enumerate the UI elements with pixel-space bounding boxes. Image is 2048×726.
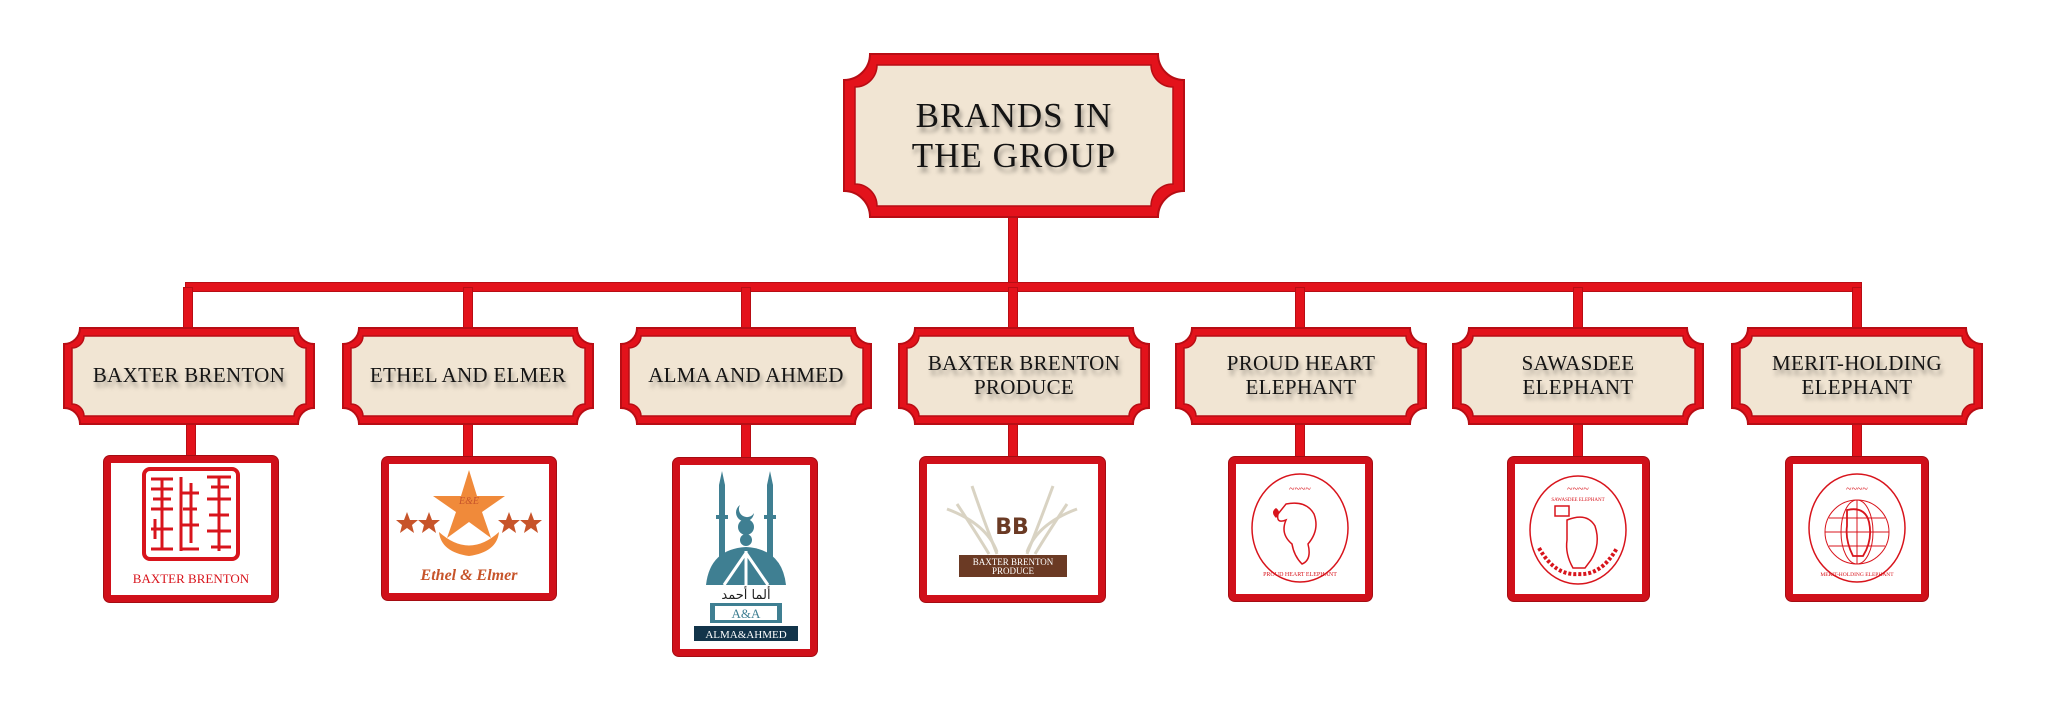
brand-label-text: SAWASDEE — [1521, 351, 1635, 376]
connector-branch — [1574, 288, 1582, 328]
sign-frame — [620, 327, 872, 425]
brand-label-text: ELEPHANT — [1801, 375, 1913, 399]
logo-lettering: ALMA&AHMED — [705, 629, 786, 641]
connector-title-trunk — [1009, 218, 1017, 288]
orange-star-icon: E&E Ethel & Elmer — [396, 470, 542, 584]
brand-label-text: PRODUCE — [973, 375, 1075, 399]
brand-label-text: BAXTER BRENTON — [92, 363, 286, 388]
wheat-icon: BB BAXTER BRENTON PRODUCE — [946, 485, 1078, 577]
connector-logo — [1009, 424, 1017, 458]
connector-logo — [1853, 424, 1861, 458]
brand-label-text: MERIT-HOLDING — [1772, 351, 1942, 376]
elephant-globe-seal-icon: ~~~~ MERIT-HOLDING ELEPHANT — [1808, 473, 1906, 583]
connector-branch — [464, 288, 472, 328]
logo-lettering: E&E — [458, 496, 479, 507]
logo-baxter-brenton: BAXTER BRENTON — [104, 456, 278, 602]
logo-lettering: Ethel & Elmer — [420, 567, 519, 584]
title-line-2: THE GROUP — [911, 135, 1117, 175]
connector-logo — [1296, 424, 1304, 458]
thai-lettering-mark: ~~~~ — [1567, 484, 1589, 495]
brand-label-alma-and-ahmed: ALMA AND AHMED — [620, 327, 872, 425]
brand-label-text: ELEPHANT — [1245, 375, 1357, 399]
sign-frame — [63, 327, 315, 425]
connector-branch — [1009, 288, 1017, 328]
sign-frame — [1175, 327, 1427, 425]
logo-sawasdee-elephant: ~~~~ SAWASDEE ELEPHANT — [1508, 457, 1649, 601]
thai-lettering-mark: ~~~~ — [1846, 484, 1868, 495]
logo-lettering: SAWASDEE ELEPHANT — [1551, 498, 1604, 503]
elephant-seal-icon: ~~~~ SAWASDEE ELEPHANT — [1529, 475, 1627, 585]
brand-label-text: ETHEL AND ELMER — [369, 363, 567, 388]
logo-lettering: BAXTER BRENTON — [133, 571, 250, 586]
logo-alma-and-ahmed: ألما أحمد A&A ALMA&AHMED — [673, 458, 817, 656]
logo-proud-heart-elephant: ~~~~ PROUD HEART ELEPHANT — [1229, 457, 1372, 601]
logo-lettering: PRODUCE — [992, 566, 1035, 576]
sign-frame — [843, 53, 1185, 218]
red-seal-icon: BAXTER BRENTON — [133, 467, 250, 586]
connector-logo — [742, 424, 750, 460]
brand-label-ethel-and-elmer: ETHEL AND ELMER — [342, 327, 594, 425]
connector-logo — [187, 424, 195, 458]
logo-lettering: PROUD HEART ELEPHANT — [1263, 572, 1337, 578]
brand-label-text: PROUD HEART — [1226, 351, 1376, 376]
title-line-1: BRANDS IN — [915, 96, 1113, 136]
logo-ethel-and-elmer: E&E Ethel & Elmer — [382, 457, 556, 600]
sign-frame — [342, 327, 594, 425]
mosque-icon: ألما أحمد A&A ALMA&AHMED — [694, 471, 798, 641]
logo-lettering: MERIT-HOLDING ELEPHANT — [1820, 572, 1894, 578]
connector-logo — [464, 424, 472, 458]
logo-merit-holding-elephant: ~~~~ MERIT-HOLDING ELEPHANT — [1786, 457, 1928, 601]
sign-frame — [898, 327, 1150, 425]
elephant-seal-icon: ~~~~ PROUD HEART ELEPHANT — [1251, 473, 1349, 583]
brand-label-baxter-brenton: BAXTER BRENTON — [63, 327, 315, 425]
sign-frame — [1731, 327, 1983, 425]
logo-lettering: BAXTER BRENTON — [973, 557, 1054, 567]
connector-branch — [1296, 288, 1304, 328]
connector-branch — [742, 288, 750, 328]
thai-lettering-mark: ~~~~ — [1289, 484, 1311, 495]
brand-label-text: ALMA AND AHMED — [648, 363, 844, 388]
logo-lettering: ألما أحمد — [721, 586, 770, 603]
sign-frame — [1452, 327, 1704, 425]
connector-branch — [1853, 288, 1861, 328]
brand-label-text: ELEPHANT — [1522, 375, 1634, 399]
brand-label-text: BAXTER BRENTON — [927, 351, 1121, 376]
title-sign: BRANDS IN THE GROUP — [843, 53, 1185, 218]
connector-branch — [184, 288, 192, 328]
logo-lettering: BB — [995, 515, 1029, 540]
connector-horizontal-bar — [186, 283, 1861, 291]
logo-baxter-brenton-produce: BB BAXTER BRENTON PRODUCE — [920, 457, 1105, 602]
connector-logo — [1574, 424, 1582, 458]
logo-lettering: A&A — [732, 606, 762, 621]
